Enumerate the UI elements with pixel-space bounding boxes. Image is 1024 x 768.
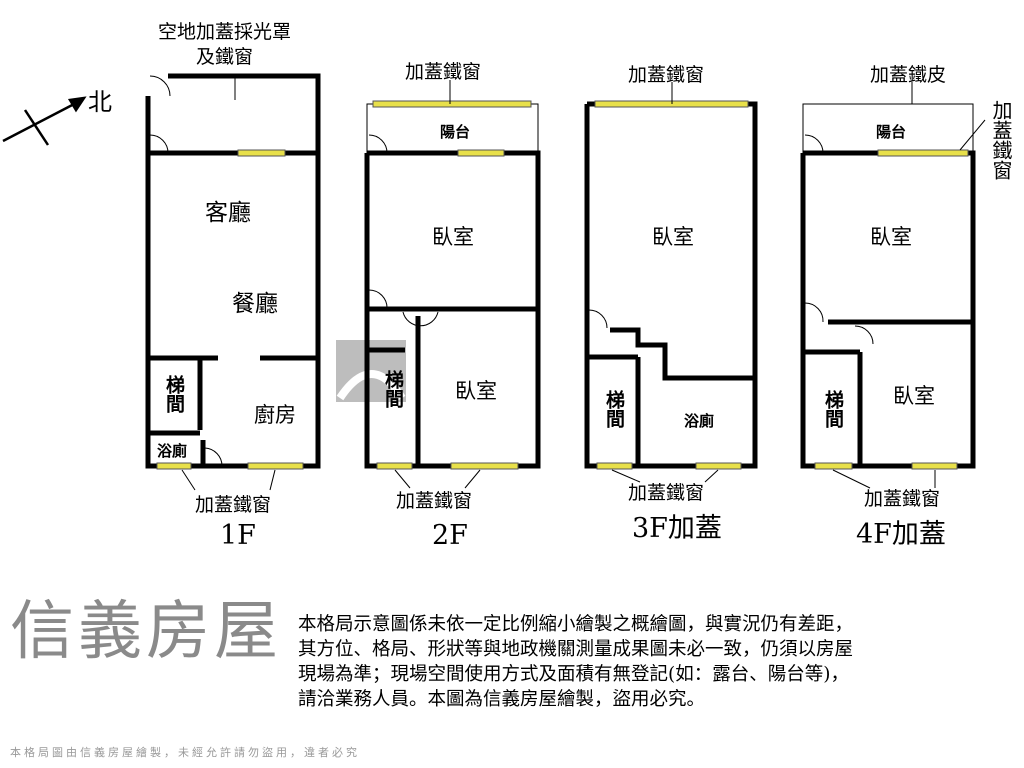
note-4f-side-window: 加蓋鐵窗: [989, 100, 1013, 180]
floor-label-2f: 2F: [432, 520, 468, 551]
note-2f-bottom: 加蓋鐵窗: [396, 490, 473, 512]
room-stair-2f: 梯間: [382, 370, 404, 408]
north-label: 北: [88, 88, 112, 116]
room-bedroom-4f-1: 臥室: [870, 225, 912, 249]
room-dining: 餐廳: [232, 291, 278, 317]
room-living: 客廳: [205, 200, 251, 226]
room-bedroom-2f-2: 臥室: [455, 379, 497, 403]
room-bedroom-2f-1: 臥室: [432, 225, 474, 249]
room-stair-1f: 梯間: [163, 375, 185, 413]
floor-label-1f: 1F: [220, 520, 256, 551]
note-1f-window: 加蓋鐵窗: [195, 494, 272, 516]
note-4f-bottom: 加蓋鐵窗: [864, 488, 941, 510]
room-stair-4f: 梯間: [822, 390, 844, 428]
room-balcony-4f: 陽台: [876, 123, 907, 141]
note-2f-top: 加蓋鐵窗: [405, 61, 482, 83]
disclaimer: 本格局示意圖係未依一定比例縮小繪製之概繪圖，與實況仍有差距，其方位、格局、形狀等…: [298, 614, 854, 710]
note-4f-roof: 加蓋鐵皮: [870, 64, 947, 86]
room-kitchen: 廚房: [254, 403, 296, 427]
room-balcony-2f: 陽台: [440, 123, 471, 141]
floor-label-4f: 4F加蓋: [856, 519, 946, 550]
watermark-brand: 信義房屋: [10, 595, 282, 669]
watermark-notice: 本格局圖由信義房屋繪製，未經允許請勿盜用，違者必究: [10, 746, 360, 759]
north-arrow-icon: [2, 96, 87, 146]
balcony-lines: [234, 76, 974, 154]
room-bath-3f: 浴廁: [684, 412, 715, 430]
walls: [145, 73, 976, 469]
note-3f-bottom: 加蓋鐵窗: [628, 482, 705, 504]
room-stair-3f: 梯間: [603, 390, 625, 428]
door-swings: [149, 75, 986, 491]
note-1f-canopy: 空地加蓋採光罩 及鐵窗: [158, 21, 292, 68]
floor-label-3f: 3F加蓋: [632, 513, 722, 544]
windows: [156, 100, 969, 470]
room-bedroom-3f: 臥室: [652, 225, 694, 249]
room-bedroom-4f-2: 臥室: [893, 384, 935, 408]
note-3f-top: 加蓋鐵窗: [628, 64, 705, 86]
room-bath-1f: 浴廁: [157, 442, 188, 460]
